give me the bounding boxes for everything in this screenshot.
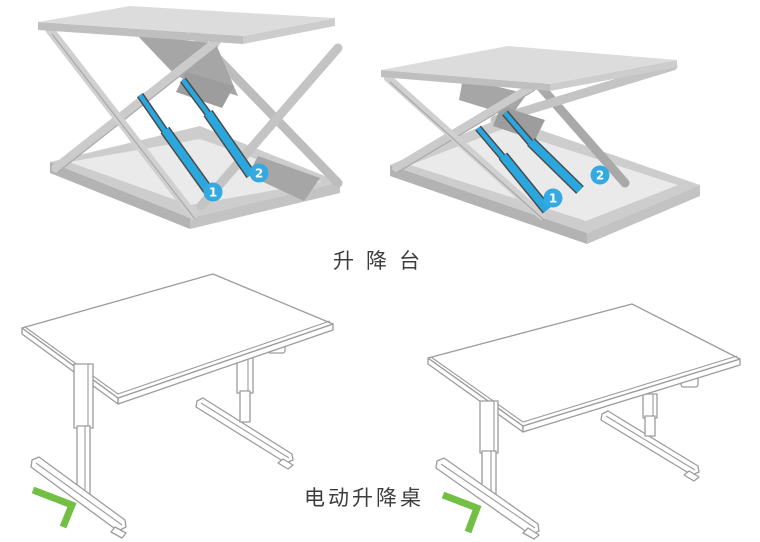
scissor-mechanism — [45, 25, 343, 220]
callout-badge-2: 2 — [249, 163, 269, 183]
green-arrow-marker — [31, 486, 77, 529]
near-foot-pad — [110, 526, 127, 539]
cylinder-rod — [476, 126, 508, 163]
cylinder-mount-bracket — [176, 72, 234, 108]
scissor-arm-edge — [397, 89, 536, 173]
callout-badge-1: 1 — [543, 188, 563, 208]
hydraulic-cylinder-1 — [475, 125, 552, 214]
lift-tabletop — [381, 46, 677, 91]
scissor-arm — [45, 25, 198, 220]
cylinder-body — [528, 139, 583, 193]
tabletop-front-left-face — [381, 70, 550, 91]
desk-far-leg — [195, 354, 294, 470]
scissor-arm — [196, 43, 343, 211]
standing-desk-raised-figure — [21, 273, 334, 539]
badge-circle — [203, 182, 223, 202]
tabletop-top-face — [381, 46, 677, 84]
far-foot-edge — [605, 415, 696, 471]
scissor-arm-edge — [51, 33, 196, 220]
scissor-lift-raised-figure: 1 2 — [38, 6, 343, 229]
tabletop-front-right-face — [243, 18, 335, 44]
callout-badge-1: 1 — [203, 182, 223, 202]
desk-near-leg — [435, 400, 540, 540]
tabletop-front-left-face — [38, 22, 243, 44]
badge-circle — [249, 163, 269, 183]
scissor-arm — [384, 74, 546, 220]
far-leg-lower-column — [644, 415, 656, 437]
lift-base — [390, 117, 700, 244]
frame-shadow — [459, 78, 527, 116]
far-foot-pad — [683, 470, 700, 482]
scissor-arm-edge — [57, 45, 219, 173]
hydraulic-cylinder-1 — [136, 92, 213, 194]
cylinder-rod — [138, 93, 171, 139]
badge-circle — [590, 165, 610, 185]
cylinder-body — [499, 153, 551, 213]
tabletop-top-face — [427, 303, 741, 427]
far-foot-edge — [200, 402, 290, 459]
desk-tabletop — [21, 273, 334, 405]
tabletop-front-right-face — [550, 60, 677, 91]
badge-number: 2 — [255, 167, 263, 181]
lift-section-label: 升降台 — [333, 250, 432, 273]
desk-section-label: 电动升降桌 — [304, 487, 424, 510]
far-foot-pad — [277, 458, 294, 470]
base-front-left-face — [50, 162, 190, 229]
cylinder-rod — [503, 111, 537, 150]
base-front-left-face — [390, 165, 587, 244]
near-foot-pad — [522, 527, 540, 540]
tabletop-edge-highlight — [430, 355, 738, 423]
scissor-arm — [490, 61, 678, 125]
near-foot-edge — [440, 463, 536, 529]
standing-desk-lowered-figure — [427, 303, 741, 540]
hydraulic-cylinder-2 — [502, 110, 584, 194]
near-leg-upper-column — [73, 363, 94, 429]
near-leg-upper-column — [479, 400, 499, 454]
cylinder-rod — [181, 78, 214, 121]
tabletop-top-face — [38, 6, 335, 36]
base-front-right-face — [587, 185, 700, 244]
far-leg-upper-column — [642, 393, 658, 419]
scissor-arm-edge — [389, 81, 545, 221]
callout-badge-2: 2 — [590, 165, 610, 185]
badge-number: 1 — [549, 192, 557, 206]
green-arrow-marker — [441, 491, 482, 534]
badge-circle — [543, 188, 563, 208]
cylinder-body — [204, 110, 255, 178]
near-foot-beam — [435, 457, 540, 536]
scissor-lift-lowered-figure: 1 2 — [381, 46, 700, 244]
tabletop-edge-highlight — [24, 320, 331, 395]
lift-tabletop — [38, 6, 335, 44]
desk-tabletop — [427, 303, 741, 433]
cylinder-body — [161, 127, 212, 193]
badge-number: 1 — [209, 186, 217, 200]
badge-number: 2 — [596, 169, 604, 183]
desk-near-leg — [30, 363, 127, 539]
scissor-mechanism — [384, 47, 678, 221]
scissor-arm — [51, 37, 221, 173]
scissor-arm — [392, 82, 537, 172]
far-leg-lower-column — [239, 390, 251, 423]
base-inner-tray — [410, 129, 678, 221]
desk-far-leg — [600, 393, 700, 482]
near-foot-edge — [35, 462, 123, 526]
hydraulic-cylinder-2 — [179, 77, 256, 179]
